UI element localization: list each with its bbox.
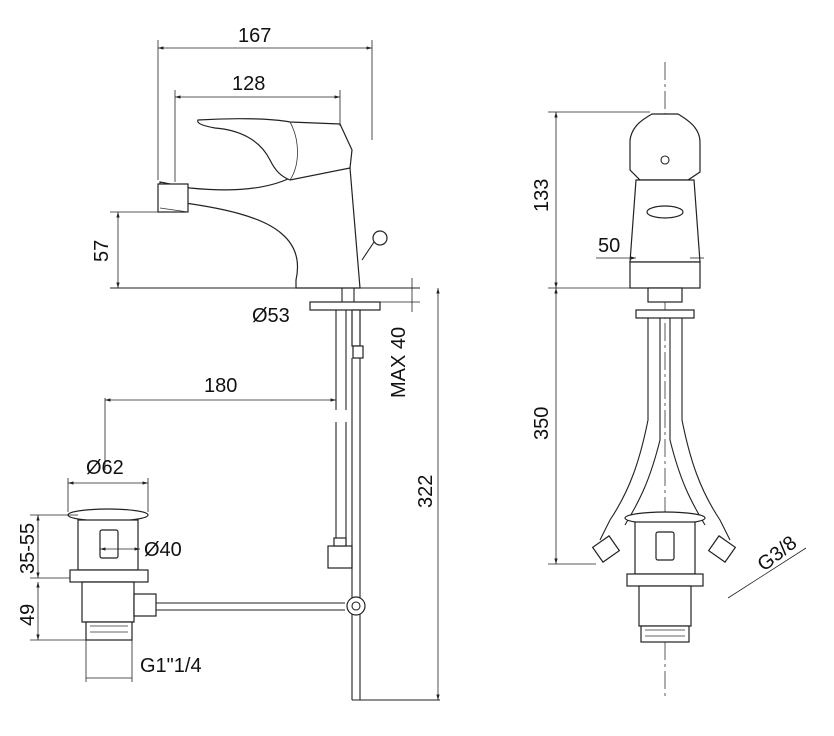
- faucet-side-view: [110, 118, 440, 701]
- dim-322: 322: [415, 475, 437, 508]
- dim-49: 49: [17, 604, 39, 626]
- dim-g3-8: G3/8: [754, 532, 802, 576]
- dim-50: 50: [598, 235, 620, 257]
- dimensions-left: [30, 40, 440, 700]
- dim-max-40: MAX 40: [388, 327, 410, 398]
- dimensions-right: [548, 111, 807, 599]
- dim-62-diameter: Ø62: [86, 457, 124, 479]
- dim-128: 128: [232, 73, 265, 95]
- dim-133: 133: [531, 179, 553, 212]
- faucet-front-view: [591, 62, 737, 700]
- dim-57: 57: [91, 240, 113, 262]
- dim-53-diameter: Ø53: [252, 305, 290, 327]
- waste-side-view: [67, 508, 366, 641]
- dim-180: 180: [204, 375, 237, 397]
- dim-40-diameter: Ø40: [144, 539, 182, 561]
- dim-g1-1-4: G1"1/4: [140, 655, 202, 677]
- dim-167: 167: [238, 25, 271, 47]
- dim-350: 350: [531, 407, 553, 440]
- dim-35-55: 35-55: [17, 523, 39, 574]
